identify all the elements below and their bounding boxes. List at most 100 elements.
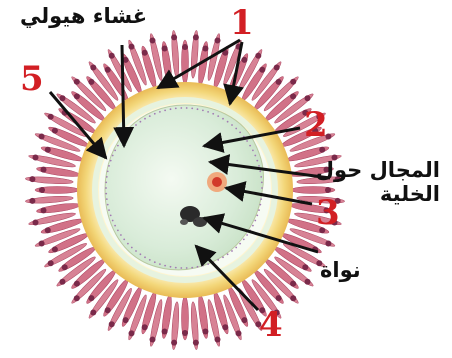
membrane-dot bbox=[131, 247, 133, 249]
label-nucleus: نواة bbox=[320, 258, 361, 282]
corona-cell-nucleus bbox=[276, 79, 282, 85]
membrane-dot bbox=[239, 132, 241, 134]
membrane-dot bbox=[149, 259, 151, 261]
corona-cell-nucleus bbox=[41, 167, 47, 173]
membrane-dot bbox=[110, 215, 112, 217]
membrane-dot bbox=[258, 209, 260, 211]
membrane-dot bbox=[135, 124, 137, 126]
corona-cell-nucleus bbox=[193, 340, 199, 346]
membrane-dot bbox=[207, 263, 209, 265]
corona-cell-nucleus bbox=[162, 329, 168, 335]
corona-cell-nucleus bbox=[60, 95, 66, 101]
corona-cell-nucleus bbox=[202, 329, 208, 335]
membrane-dot bbox=[246, 140, 248, 142]
corona-cell-nucleus bbox=[45, 147, 51, 153]
membrane-dot bbox=[144, 256, 146, 258]
membrane-dot bbox=[105, 182, 107, 184]
membrane-dot bbox=[207, 111, 209, 113]
membrane-dot bbox=[186, 107, 188, 109]
membrane-dot bbox=[212, 113, 214, 115]
membrane-dot bbox=[170, 108, 172, 110]
corona-cell-nucleus bbox=[150, 337, 156, 343]
corona-cell-nucleus bbox=[193, 34, 199, 40]
corona-cell-nucleus bbox=[88, 295, 94, 301]
membrane-dot bbox=[227, 121, 229, 123]
corona-cell-nucleus bbox=[123, 317, 129, 323]
membrane-dot bbox=[197, 108, 199, 110]
membrane-dot bbox=[114, 150, 116, 152]
corona-cell-nucleus bbox=[305, 279, 311, 285]
membrane-dot bbox=[202, 110, 204, 112]
corona-cell-nucleus bbox=[129, 330, 135, 336]
corona-cell-nucleus bbox=[88, 79, 94, 85]
membrane-dot bbox=[117, 230, 119, 232]
corona-cell-nucleus bbox=[33, 155, 39, 161]
membrane-dot bbox=[154, 261, 156, 263]
corona-cell-nucleus bbox=[290, 295, 296, 301]
membrane-dot bbox=[202, 265, 204, 267]
membrane-dot bbox=[261, 187, 263, 189]
membrane-dot bbox=[186, 267, 188, 269]
corona-cell-nucleus bbox=[290, 79, 296, 85]
membrane-dot bbox=[249, 145, 251, 147]
corona-cell-nucleus bbox=[62, 264, 68, 270]
corona-cell-nucleus bbox=[259, 67, 265, 73]
corona-cell-nucleus bbox=[255, 53, 261, 59]
membrane-dot bbox=[127, 243, 129, 245]
membrane-dot bbox=[231, 124, 233, 126]
membrane-dot bbox=[106, 198, 108, 200]
corona-cell-nucleus bbox=[215, 337, 221, 343]
corona-cell-nucleus bbox=[319, 147, 325, 153]
membrane-dot bbox=[120, 234, 122, 236]
membrane-dot bbox=[261, 182, 263, 184]
corona-cell-nucleus bbox=[39, 134, 45, 140]
corona-cell-nucleus bbox=[241, 317, 247, 323]
membrane-dot bbox=[159, 263, 161, 265]
label-1: 1 bbox=[230, 6, 254, 40]
membrane-dot bbox=[110, 160, 112, 162]
membrane-dot bbox=[246, 234, 248, 236]
corona-cell-nucleus bbox=[105, 307, 111, 313]
corona-cell-nucleus bbox=[142, 50, 148, 56]
corona-cell-nucleus bbox=[74, 281, 80, 287]
membrane-dot bbox=[254, 220, 256, 222]
corona-cell-nucleus bbox=[74, 295, 80, 301]
membrane-dot bbox=[175, 267, 177, 269]
membrane-dot bbox=[260, 198, 262, 200]
membrane-dot bbox=[144, 118, 146, 120]
corona-cell-nucleus bbox=[90, 310, 96, 316]
corona-cell-nucleus bbox=[142, 324, 148, 330]
membrane-dot bbox=[140, 121, 142, 123]
membrane-dot bbox=[159, 111, 161, 113]
membrane-dot bbox=[112, 220, 114, 222]
membrane-dot bbox=[259, 204, 261, 206]
membrane-dot bbox=[260, 176, 262, 178]
membrane-dot bbox=[107, 204, 109, 206]
corona-cell-nucleus bbox=[325, 241, 331, 247]
membrane-dot bbox=[105, 187, 107, 189]
membrane-dot bbox=[114, 225, 116, 227]
label-5: 5 bbox=[20, 62, 44, 96]
membrane-dot bbox=[191, 108, 193, 110]
membrane-dot bbox=[197, 266, 199, 268]
membrane-dot bbox=[131, 128, 133, 130]
membrane-dot bbox=[256, 215, 258, 217]
corona-cell-nucleus bbox=[150, 38, 156, 44]
membrane-dot bbox=[175, 108, 177, 110]
membrane-dot bbox=[180, 107, 182, 109]
membrane-dot bbox=[258, 165, 260, 167]
corona-cell-nucleus bbox=[33, 220, 39, 226]
corona-cell-nucleus bbox=[171, 34, 177, 40]
corona-cell-nucleus bbox=[276, 295, 282, 301]
corona-cell-nucleus bbox=[74, 79, 80, 85]
membrane-dot bbox=[117, 145, 119, 147]
membrane-dot bbox=[217, 115, 219, 117]
corona-cell-nucleus bbox=[129, 44, 135, 50]
membrane-dot bbox=[227, 253, 229, 255]
corona-cell-nucleus bbox=[39, 187, 45, 193]
membrane-dot bbox=[231, 250, 233, 252]
membrane-dot bbox=[252, 225, 254, 227]
membrane-dot bbox=[191, 267, 193, 269]
corona-cell-nucleus bbox=[182, 44, 188, 50]
